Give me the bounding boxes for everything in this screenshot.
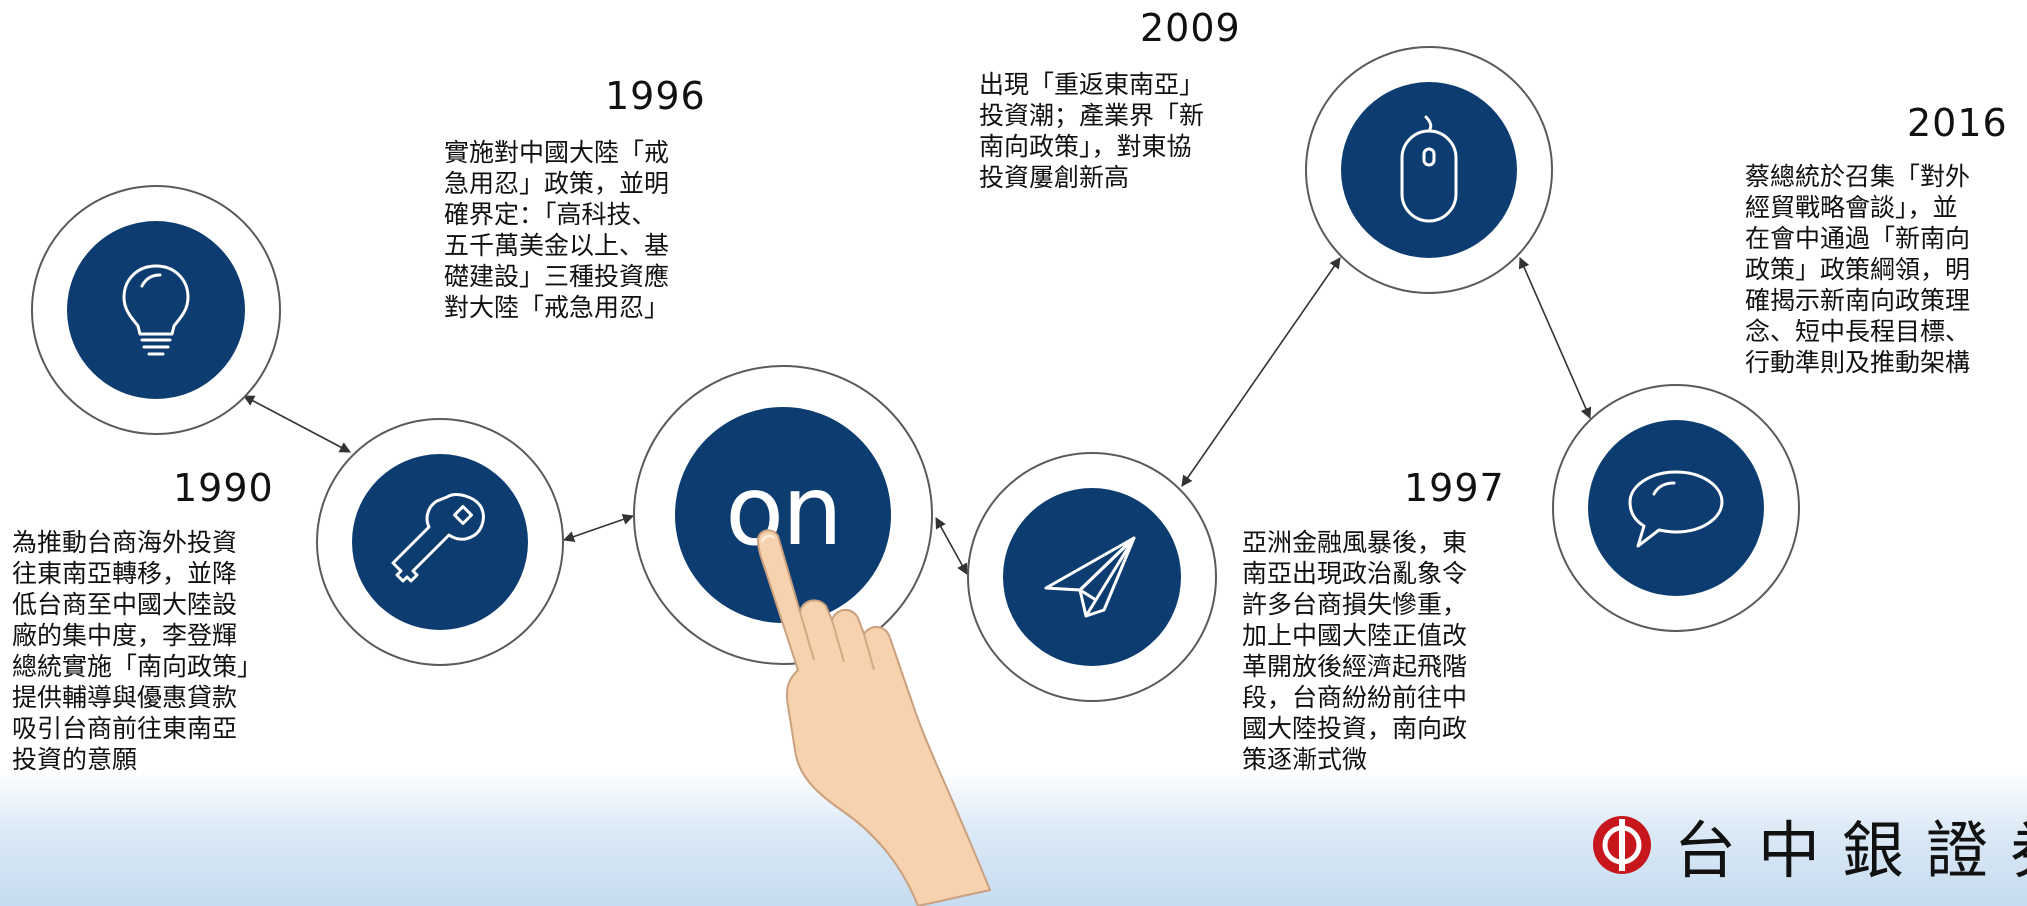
- brand-logo-icon: [1593, 816, 1651, 874]
- desc-2009: 出現「重返東南亞」 投資潮；產業界「新 南向政策」，對東協 投資屢創新高: [979, 70, 1205, 192]
- speech-bubble-icon: [1628, 470, 1724, 548]
- key-icon: [391, 493, 485, 583]
- year-1997: 1997: [1404, 466, 1505, 510]
- connector-5: [1518, 256, 1592, 420]
- connector-1: [243, 395, 351, 453]
- on-label: on: [725, 455, 843, 567]
- desc-1997: 亞洲金融風暴後，東 南亞出現政治亂象令 許多台商損失慘重， 加上中國大陸正值改 …: [1242, 528, 1468, 774]
- connector-2: [562, 514, 635, 542]
- paper-plane-icon: [1044, 536, 1136, 618]
- year-1990: 1990: [173, 466, 274, 510]
- mouse-icon: [1400, 115, 1458, 223]
- desc-1996: 實施對中國大陸「戒 急用忍」政策，並明 確界定：「高科技、 五千萬美金以上、基 …: [444, 138, 670, 322]
- lightbulb-icon: [122, 264, 190, 356]
- brand-logo: 台中銀證券: [1590, 810, 2027, 887]
- year-2016: 2016: [1907, 101, 2008, 145]
- year-2009: 2009: [1140, 6, 1241, 50]
- connector-3: [935, 517, 968, 575]
- node-key: [316, 418, 564, 666]
- brand-logo-text: 台中銀證券: [1674, 814, 2027, 887]
- bottom-gradient-band: [0, 770, 2027, 906]
- year-1996: 1996: [605, 74, 706, 118]
- node-paper-plane: [967, 452, 1217, 702]
- node-lightbulb: [31, 185, 281, 435]
- desc-1990: 為推動台商海外投資 往東南亞轉移，並降 低台商至中國大陸設 廠的集中度，李登輝 …: [12, 528, 263, 774]
- node-mouse: [1305, 46, 1553, 294]
- desc-2016: 蔡總統於召集「對外 經貿戰略會談」，並 在會中通過「新南向 政策」政策綱領，明 …: [1745, 162, 1971, 377]
- connector-4: [1181, 257, 1341, 487]
- node-speech-bubble: [1552, 384, 1800, 632]
- pointing-hand-illustration: [757, 529, 991, 906]
